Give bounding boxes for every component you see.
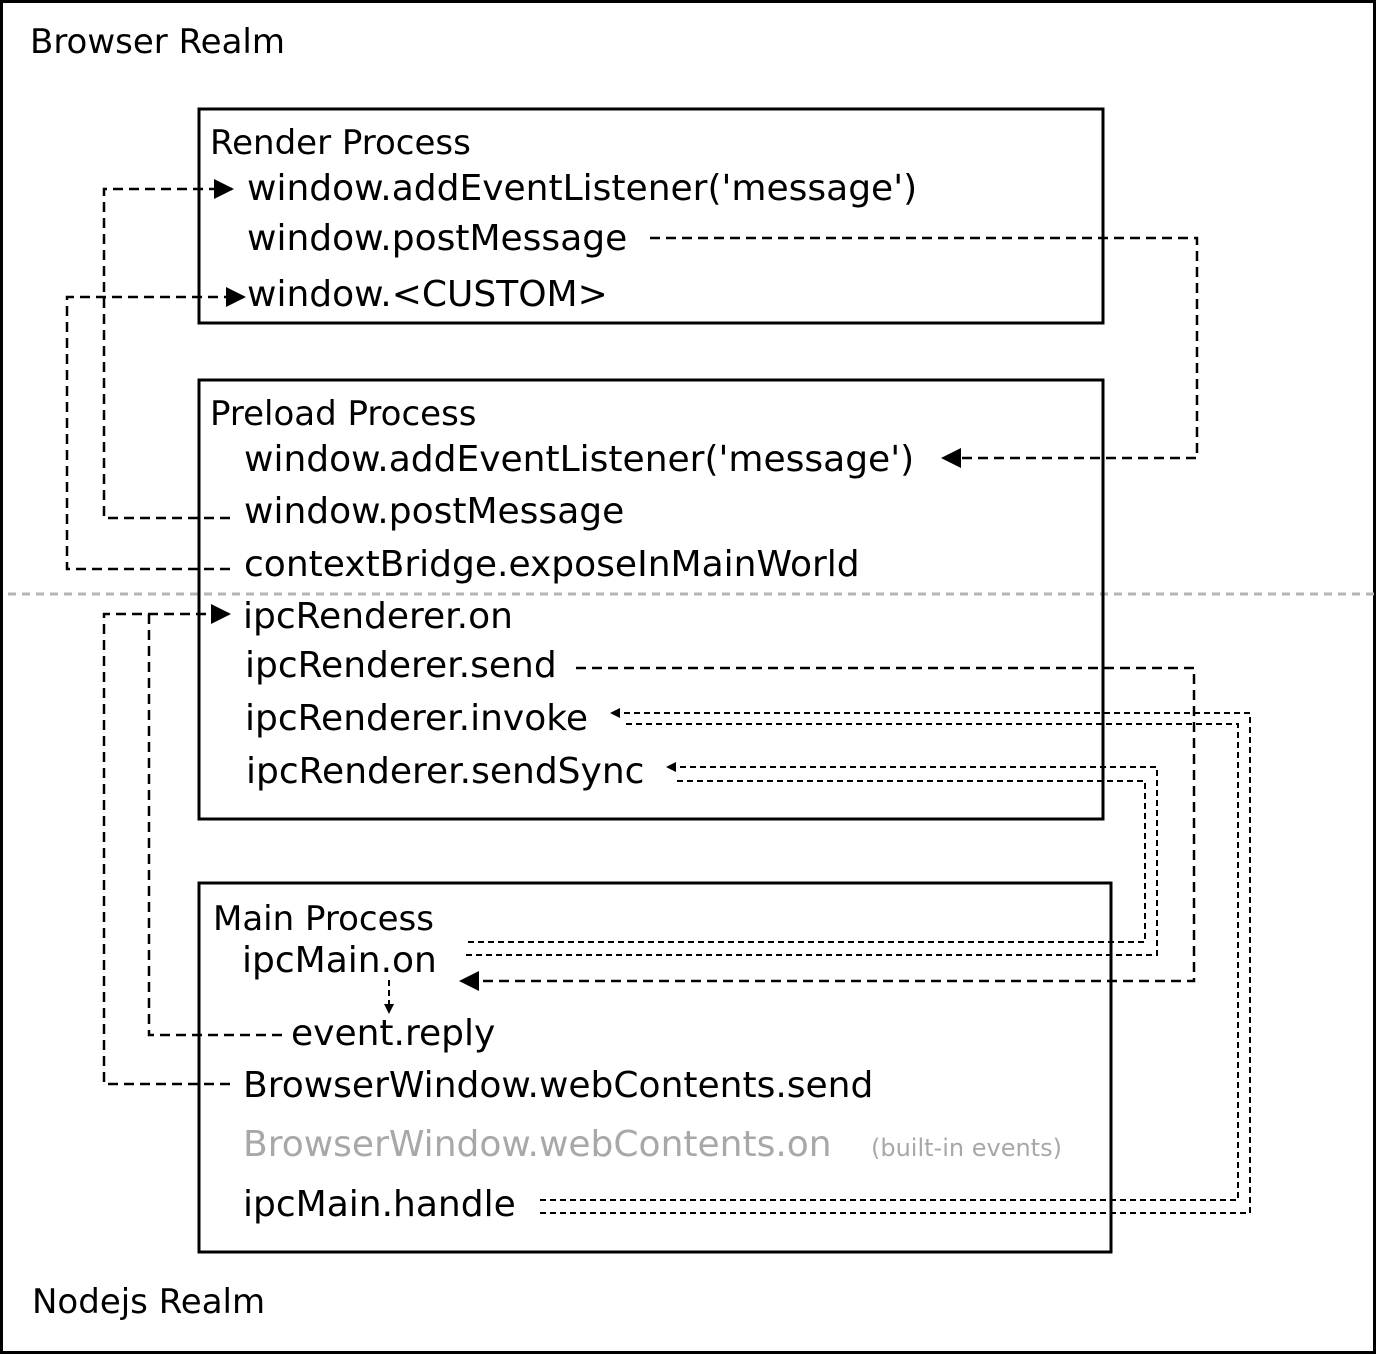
- connector-main-on-to-send-sync: [466, 762, 1158, 956]
- render-add-event-listener: window.addEventListener('message'): [247, 168, 917, 209]
- preload-post-message: window.postMessage: [244, 491, 624, 532]
- render-process-title: Render Process: [210, 123, 471, 163]
- connector-handle-to-invoke: [540, 708, 1251, 1214]
- main-webcontents-send: BrowserWindow.webContents.send: [243, 1065, 873, 1106]
- preload-process-title: Preload Process: [210, 394, 477, 434]
- connector-preload-postmessage-to-render-listener: [102, 179, 234, 520]
- main-webcontents-on: BrowserWindow.webContents.on: [243, 1124, 832, 1165]
- preload-ipc-renderer-send: ipcRenderer.send: [245, 645, 557, 686]
- main-process-title: Main Process: [213, 899, 434, 939]
- main-process-box: [197, 881, 1113, 1254]
- main-event-reply: event.reply: [291, 1013, 495, 1054]
- render-custom: window.<CUSTOM>: [247, 274, 608, 315]
- builtin-events-note: (built-in events): [871, 1134, 1062, 1162]
- preload-ipc-renderer-send-sync: ipcRenderer.sendSync: [246, 751, 644, 792]
- preload-ipc-renderer-invoke: ipcRenderer.invoke: [245, 698, 588, 739]
- preload-expose-in-main-world: contextBridge.exposeInMainWorld: [244, 544, 860, 585]
- connector-invoke-to-handle: [540, 723, 1239, 1201]
- preload-ipc-renderer-on: ipcRenderer.on: [243, 596, 513, 637]
- main-ipc-main-handle: ipcMain.handle: [243, 1184, 516, 1225]
- connector-context-bridge-to-custom: [65, 287, 246, 571]
- connector-send-sync-to-main-on: [466, 780, 1146, 943]
- browser-realm-label: Browser Realm: [30, 22, 285, 62]
- render-post-message: window.postMessage: [247, 218, 627, 259]
- connector-render-postmessage-to-preload-listener: [650, 236, 1199, 468]
- connector-renderer-send-to-main-on: [459, 666, 1196, 991]
- main-ipc-main-on: ipcMain.on: [242, 940, 437, 981]
- render-process-box: [197, 107, 1105, 325]
- connector-webcontents-send-to-renderer-on: [102, 604, 231, 1086]
- preload-process-box: [197, 378, 1105, 821]
- nodejs-realm-label: Nodejs Realm: [32, 1282, 265, 1322]
- preload-add-event-listener: window.addEventListener('message'): [244, 439, 914, 480]
- connector-event-reply-to-renderer-on: [147, 614, 282, 1037]
